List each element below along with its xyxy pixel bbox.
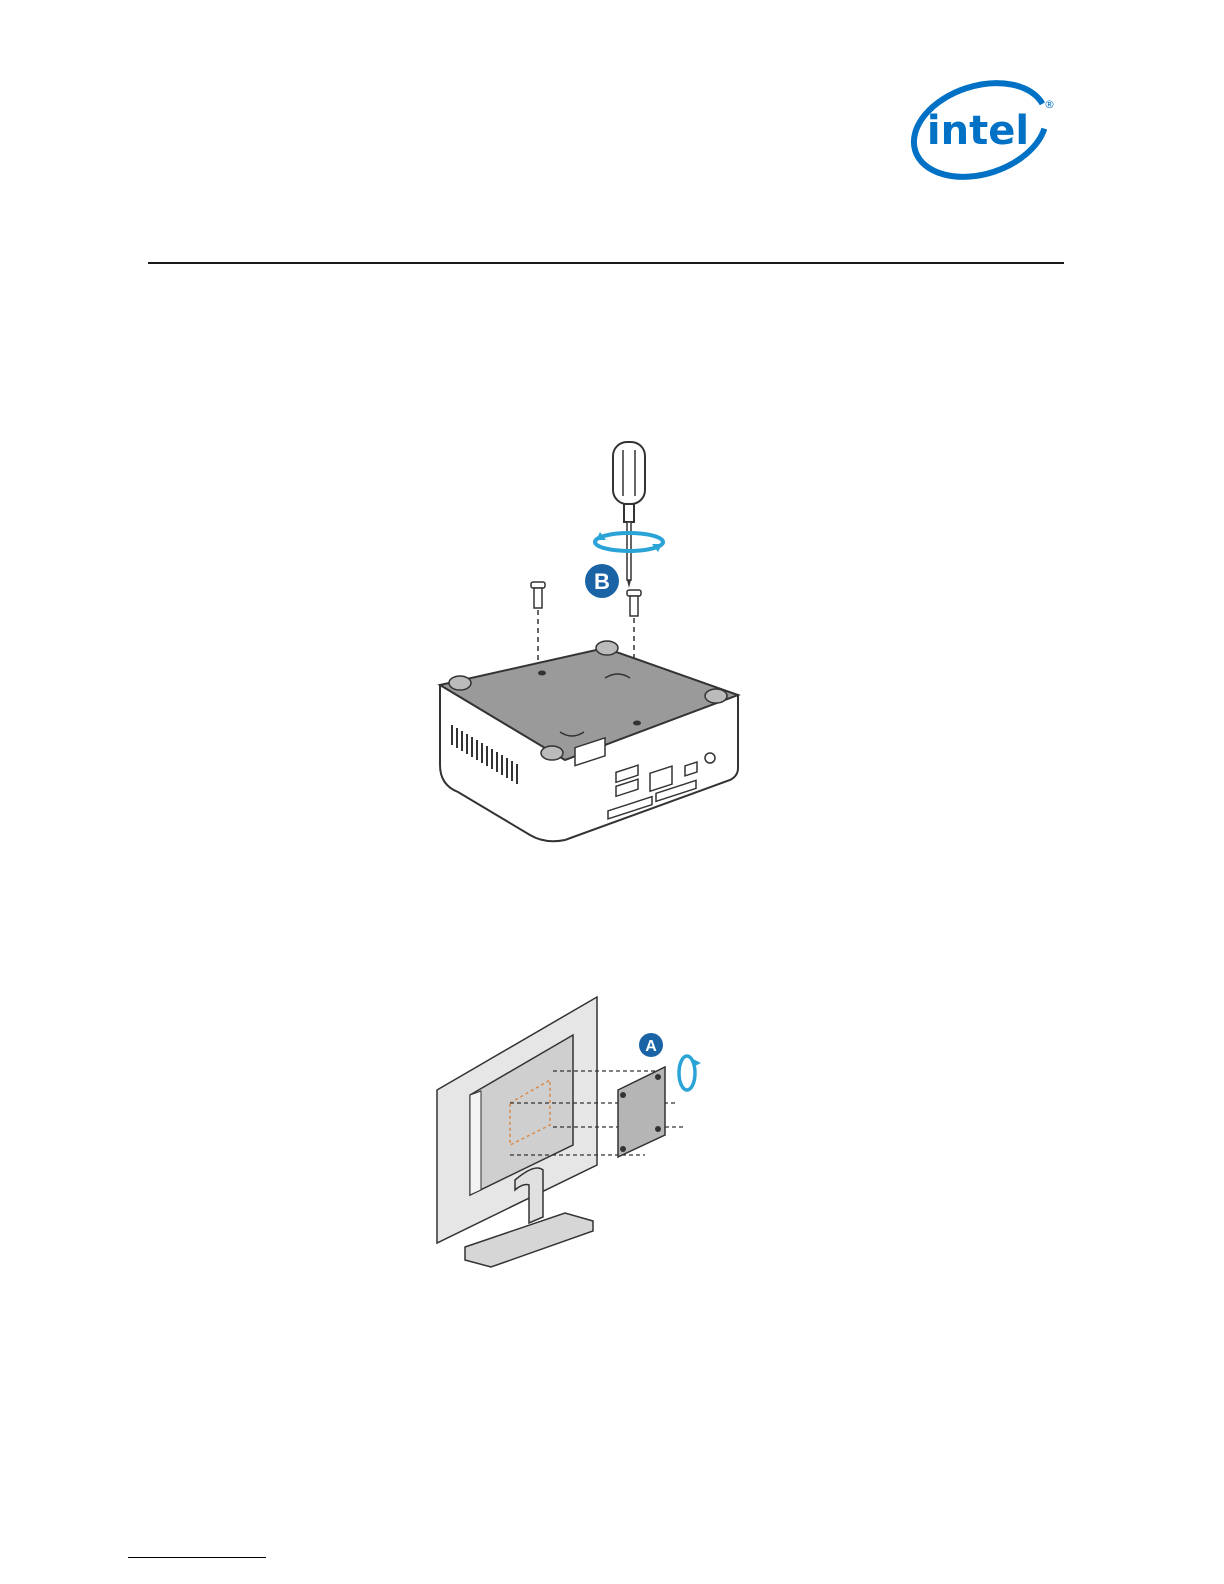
screwdriver-icon: [613, 442, 645, 588]
monitor: [437, 997, 597, 1267]
figure-a-vesa-mount: A: [425, 985, 725, 1270]
callout-b-label: B: [594, 569, 610, 594]
intel-logo-wordmark: intel: [927, 108, 1029, 154]
vesa-bracket: [618, 1067, 665, 1157]
footnote-rule: [128, 1557, 266, 1558]
header-rule: [148, 262, 1064, 264]
nuc-device: [440, 641, 738, 841]
callout-b-badge: B: [585, 564, 619, 598]
callout-a-label: A: [645, 1038, 657, 1055]
intel-logo: intel ®: [908, 80, 1054, 180]
figure-b-nuc-screws: B: [420, 440, 760, 870]
intel-registered-mark: ®: [1044, 98, 1054, 111]
screw-left: [531, 582, 545, 672]
callout-a-badge: A: [639, 1033, 663, 1057]
rotate-arrow-icon: [679, 1056, 701, 1090]
